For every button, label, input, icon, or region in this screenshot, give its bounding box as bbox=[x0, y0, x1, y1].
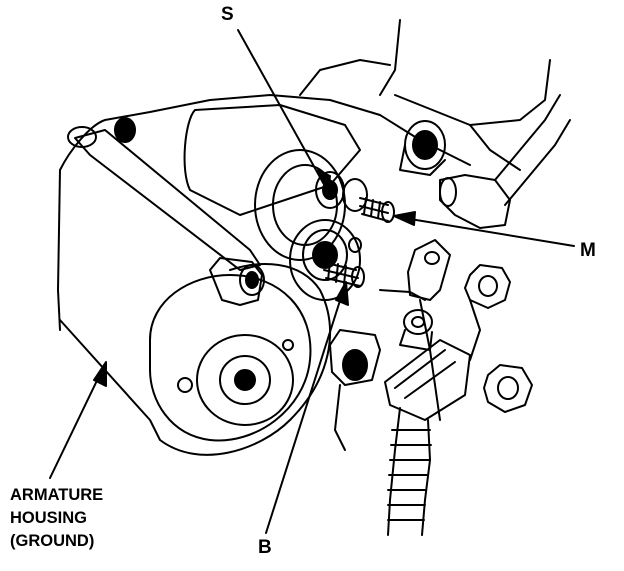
callout-s: S bbox=[221, 4, 234, 25]
callout-b: B bbox=[258, 537, 272, 558]
eyelet-terminal-upper bbox=[379, 239, 451, 301]
callout-armature-line2: HOUSING bbox=[10, 509, 88, 527]
leader-s bbox=[237, 29, 331, 193]
upper-mount-bolt bbox=[399, 120, 446, 176]
eyelet-terminal-lower bbox=[399, 309, 433, 351]
engine-block-outline bbox=[57, 19, 551, 421]
callout-armature-line1: ARMATURE bbox=[10, 486, 104, 504]
callout-armature-housing: ARMATURE HOUSING (GROUND) bbox=[10, 484, 103, 553]
lower-post bbox=[329, 329, 381, 451]
b-terminal-post bbox=[289, 219, 365, 301]
leader-b bbox=[265, 281, 349, 534]
hose-elbow bbox=[439, 94, 571, 229]
mounting-bar bbox=[67, 117, 261, 271]
callout-m: M bbox=[580, 240, 596, 261]
starter-case bbox=[59, 257, 331, 456]
wire-harness bbox=[387, 407, 432, 536]
nut-upper bbox=[464, 264, 511, 309]
leader-armature bbox=[49, 361, 107, 479]
leader-m bbox=[393, 211, 575, 247]
wire-connector bbox=[384, 339, 471, 421]
m-terminal-stud bbox=[359, 197, 395, 223]
nut-lower bbox=[483, 364, 533, 413]
callout-armature-line3: (GROUND) bbox=[10, 532, 95, 550]
